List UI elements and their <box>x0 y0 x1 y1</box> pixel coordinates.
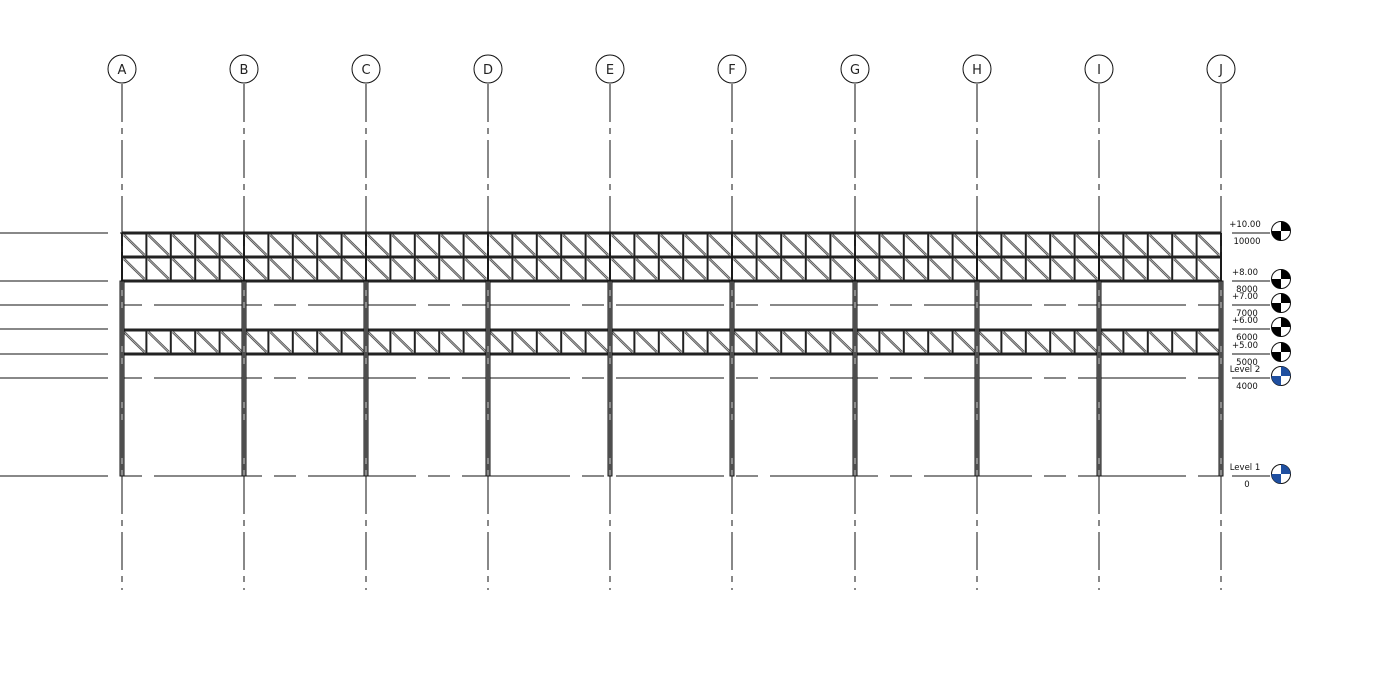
level-marker-icon <box>1271 366 1291 386</box>
grid-bubble <box>473 54 503 84</box>
structure-layer <box>119 231 1224 477</box>
grid-i[interactable]: I <box>1084 54 1114 590</box>
grid-label: I <box>1097 63 1101 78</box>
level-name: +10.00 <box>1229 220 1260 230</box>
level-tag[interactable]: +10.00 10000 <box>1229 220 1291 247</box>
grid-j[interactable]: J <box>1206 54 1236 590</box>
truss-chord <box>122 255 1221 259</box>
level-marker-icon <box>1271 221 1291 241</box>
grid-c[interactable]: C <box>351 54 381 590</box>
level-elevation: 8000 <box>1236 285 1258 295</box>
grid-bubble <box>229 54 259 84</box>
grid-d[interactable]: D <box>473 54 503 590</box>
grid-bubble <box>1084 54 1114 84</box>
grid-bubble <box>107 54 137 84</box>
level-elevation: 5000 <box>1236 358 1258 368</box>
grid-label: C <box>361 63 370 78</box>
level-name: +7.00 <box>1232 292 1258 302</box>
level-tags-layer: +10.00 10000 +8.00 8000+7.00 7000+6.00 6000+5… <box>1229 220 1291 490</box>
truss-chord <box>122 328 1221 332</box>
grid-label: G <box>850 63 860 78</box>
level-tag[interactable]: +8.00 8000 <box>1232 268 1291 295</box>
grid-label: E <box>606 63 614 78</box>
level-name: +6.00 <box>1232 316 1258 326</box>
level-marker-icon <box>1271 317 1291 337</box>
grid-label: D <box>483 63 493 78</box>
grid-label: F <box>728 63 735 78</box>
grids-layer: A B C D E F G H I J <box>107 54 1236 590</box>
grid-label: J <box>1218 63 1223 78</box>
level-name: +5.00 <box>1232 341 1258 351</box>
level-name: Level 2 <box>1230 365 1261 375</box>
grid-e[interactable]: E <box>595 54 625 590</box>
truss-chord <box>122 231 1221 235</box>
grid-f[interactable]: F <box>717 54 747 590</box>
grid-g[interactable]: G <box>840 54 870 590</box>
level-tag[interactable]: +5.00 5000 <box>1232 341 1291 368</box>
truss-chord <box>122 279 1221 283</box>
grid-bubble <box>1206 54 1236 84</box>
level-tag[interactable]: +7.00 7000 <box>1232 292 1291 319</box>
level-tag[interactable]: Level 1 0 <box>1230 463 1291 490</box>
level-elevation: 0 <box>1244 480 1249 490</box>
grid-b[interactable]: B <box>229 54 259 590</box>
level-marker-icon <box>1271 342 1291 362</box>
grid-h[interactable]: H <box>962 54 992 590</box>
level-marker-icon <box>1271 269 1291 289</box>
grid-bubble <box>717 54 747 84</box>
grid-bubble <box>962 54 992 84</box>
level-elevation: 7000 <box>1236 309 1258 319</box>
level-name: Level 1 <box>1230 463 1261 473</box>
level-elevation: 10000 <box>1233 237 1260 247</box>
grid-label: A <box>118 63 127 78</box>
grid-bubble <box>595 54 625 84</box>
level-name: +8.00 <box>1232 268 1258 278</box>
level-marker-icon <box>1271 464 1291 484</box>
level-tag[interactable]: +6.00 6000 <box>1232 316 1291 343</box>
truss-chord <box>122 352 1221 356</box>
level-marker-icon <box>1271 293 1291 313</box>
grid-bubble <box>840 54 870 84</box>
level-tag[interactable]: Level 2 4000 <box>1230 365 1291 392</box>
level-elevation: 4000 <box>1236 382 1258 392</box>
level-elevation: 6000 <box>1236 333 1258 343</box>
grid-a[interactable]: A <box>107 54 137 590</box>
grid-label: H <box>972 63 982 78</box>
grid-label: B <box>240 63 249 78</box>
grid-bubble <box>351 54 381 84</box>
